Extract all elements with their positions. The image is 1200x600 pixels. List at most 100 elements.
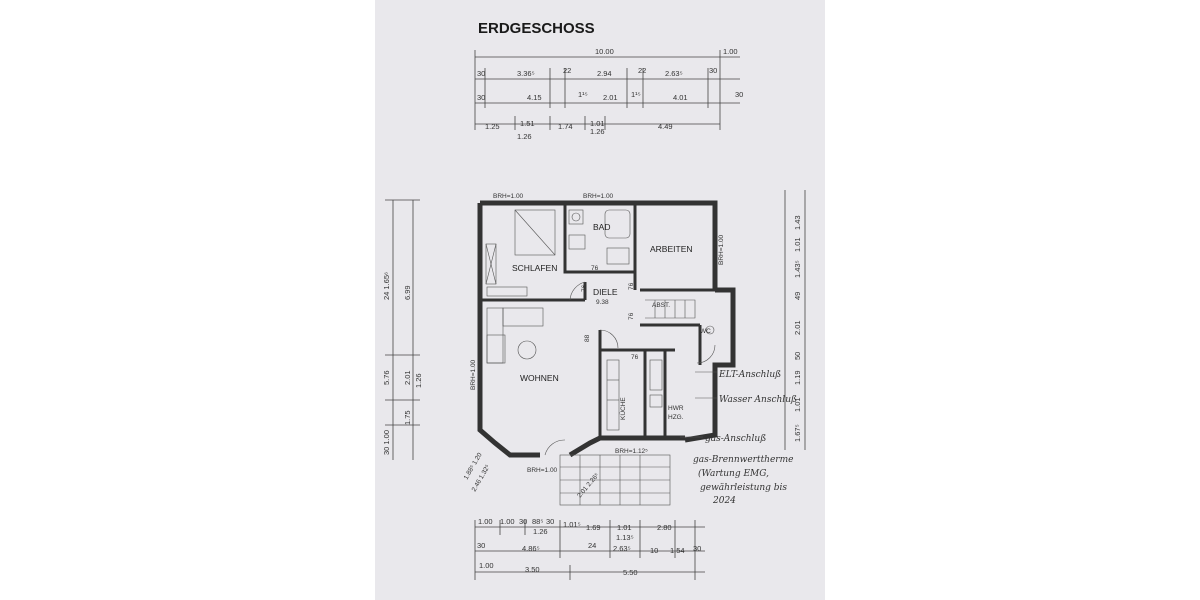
note-elt: ELT-Anschluß [718, 370, 781, 380]
brh-right: BRH=1.00 [718, 234, 725, 265]
dim-r3-2: 1.74 [558, 122, 573, 131]
door-76-schlafen: 76 [581, 284, 588, 292]
room-kueche: KÜCHE [619, 397, 627, 420]
brh-top-mid: BRH=1.00 [583, 193, 614, 200]
dim-left-5: 1.75 [403, 410, 412, 425]
dim-b1-2: 30 [519, 517, 527, 526]
dim-right-8: 1.67⁵ [793, 424, 802, 442]
dim-left-4: 1.26 [414, 373, 423, 388]
bottom-dimensions: 1.00 1.00 30 88⁵ 30 1.01⁵ 1.69 1.01 2.80… [474, 517, 705, 580]
room-diele: DIELE [593, 287, 618, 297]
building-walls [477, 200, 736, 458]
door-width-labels: 76 76 88 76 76 76 [581, 265, 639, 361]
dim-b1b-1: 1.13⁵ [616, 533, 634, 542]
right-dimensions: 1.43 1.01 1.43⁵ 49 2.01 50 1.19 1.01 1.6… [784, 190, 806, 450]
note-line1: gas-Brennwerttherme [693, 455, 793, 465]
brh-top-left: BRH=1.00 [493, 193, 524, 200]
room-hwr: HWR [668, 405, 684, 412]
dim-overall: 10.00 [595, 47, 614, 56]
fixtures [485, 209, 716, 456]
door-76-kueche: 76 [631, 354, 639, 361]
dim-r3-1: 1.51 [520, 119, 535, 128]
room-hzg: HZG. [668, 414, 684, 421]
dim-b2-2: 24 [588, 541, 596, 550]
dim-right-5: 50 [793, 352, 802, 360]
dim-r3-3: 1.01 [590, 119, 605, 128]
dim-right-4: 2.01 [793, 320, 802, 335]
dim-r1-1: 3.36⁵ [517, 69, 535, 78]
dim-right-3: 49 [793, 292, 802, 300]
note-line4: 2024 [712, 496, 736, 506]
door-88-wohnen: 88 [584, 334, 591, 342]
top-dimensions: 10.00 1.00 30 3.36⁵ 22 2.94 22 2.63⁵ 30 … [474, 47, 743, 141]
dim-b2-4: 10 [650, 546, 658, 555]
floor-plan-drawing: ERDGESCHOSS 10.00 1.00 30 3.36⁵ 22 2.94 … [375, 0, 825, 600]
dim-b3-1: 3.50 [525, 565, 540, 574]
dim-r2-1: 4.15 [527, 93, 542, 102]
dim-b1-4: 30 [546, 517, 554, 526]
dim-r2-6: 30 [735, 90, 743, 99]
dim-r1-2: 22 [563, 66, 571, 75]
room-bad: BAD [593, 222, 610, 232]
floor-plan-photo: ERDGESCHOSS 10.00 1.00 30 3.36⁵ 22 2.94 … [375, 0, 825, 600]
room-schlafen: SCHLAFEN [512, 263, 557, 273]
dim-r3b-1: 1.26 [590, 127, 605, 136]
dim-right-0: 1.43 [793, 215, 802, 230]
dim-r2-4: 1¹⁵ [631, 90, 641, 99]
door-76-arbeiten: 76 [628, 282, 635, 290]
dim-overall-right: 1.00 [723, 47, 738, 56]
dim-b3-2: 5.50 [623, 568, 638, 577]
dim-left-0: 24 1.65⁶ [382, 272, 391, 300]
dim-left-6: 30 1.00 [382, 430, 391, 455]
dim-r3b-0: 1.26 [517, 132, 532, 141]
dim-b1-0: 1.00 [478, 517, 493, 526]
dim-b3-0: 1.00 [479, 561, 494, 570]
dim-right-2: 1.43⁵ [793, 260, 802, 278]
dim-r2-2: 1¹⁵ [578, 90, 588, 99]
dim-b2-3: 2.63⁵ [613, 544, 631, 553]
dim-b1-5: 1.01⁵ [563, 520, 581, 529]
dim-left-1: 6.99 [403, 285, 412, 300]
dim-b1-3: 88⁵ [532, 517, 543, 526]
door-76-bad: 76 [591, 265, 599, 272]
dim-r1-5: 2.63⁵ [665, 69, 683, 78]
note-line2: (Wartung EMG, [698, 468, 769, 479]
room-diele-area: 9.38 [596, 299, 609, 306]
window-sill-labels: BRH=1.00 BRH=1.00 BRH=1.00 BRH=1.00 BRH=… [470, 193, 725, 474]
dim-r2-3: 2.01 [603, 93, 618, 102]
note-gas: gas-Anschluß [705, 434, 766, 444]
room-arbeiten: ARBEITEN [650, 244, 693, 254]
handwritten-annotations: ELT-Anschluß Wasser Anschluß gas-Anschlu… [680, 370, 797, 506]
dim-r1-4: 22 [638, 66, 646, 75]
plan-title: ERDGESCHOSS [478, 20, 595, 37]
dim-r1-3: 2.94 [597, 69, 612, 78]
door-76-abst: 76 [628, 312, 635, 320]
room-wohnen: WOHNEN [520, 373, 559, 383]
dim-b1-6: 1.69 [586, 523, 601, 532]
room-abst: ABST. [652, 302, 670, 309]
dim-r1-6: 30 [709, 66, 717, 75]
brh-left: BRH=1.00 [470, 359, 477, 390]
dim-r3-0: 1.25 [485, 122, 500, 131]
dim-b1-1: 1.00 [500, 517, 515, 526]
dim-b1-8: 2.80 [657, 523, 672, 532]
dim-r2-5: 4.01 [673, 93, 688, 102]
dim-left-2: 5.76 [382, 370, 391, 385]
dim-r2-0: 30 [477, 93, 485, 102]
dim-b1b-0: 1.26 [533, 527, 548, 536]
room-labels: SCHLAFEN BAD ARBEITEN DIELE 9.38 ABST. W… [512, 222, 711, 421]
dim-b2-0: 30 [477, 541, 485, 550]
dim-right-1: 1.01 [793, 237, 802, 252]
brh-bottom-mid: BRH=1.12⁵ [615, 448, 648, 455]
dim-r1-0: 30 [477, 69, 485, 78]
room-wc: WC [700, 328, 711, 335]
note-wasser: Wasser Anschluß [719, 395, 797, 405]
dim-right-6: 1.19 [793, 370, 802, 385]
dim-b2-5: 1.54 [670, 546, 685, 555]
note-line3: gewährleistung bis [700, 483, 787, 493]
dim-b2-1: 4.86⁵ [522, 544, 540, 553]
dim-r3-4: 4.49 [658, 122, 673, 131]
dim-left-3: 2.01 [403, 370, 412, 385]
dim-right-7: 1.01 [793, 397, 802, 412]
left-dimensions: 24 1.65⁶ 6.99 5.76 2.01 1.26 1.75 30 1.0… [382, 199, 423, 460]
